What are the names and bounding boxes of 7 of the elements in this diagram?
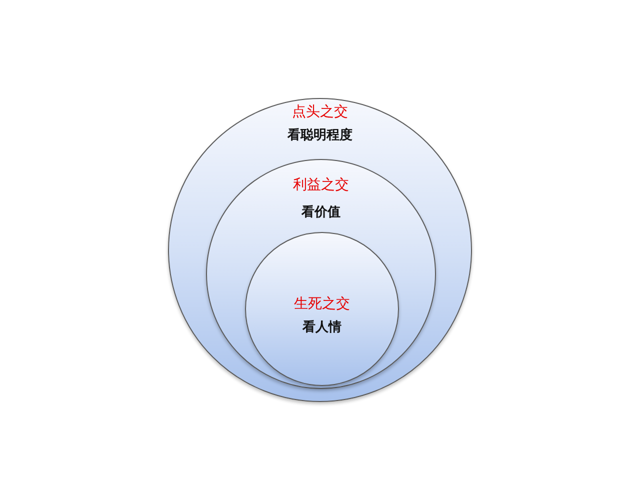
- heading-text: 利益之交: [293, 177, 349, 193]
- heading-text: 点头之交: [292, 104, 348, 120]
- heading-text: 生死之交: [294, 296, 350, 312]
- description-text: 看人情: [302, 320, 342, 336]
- description-text: 看聪明程度: [288, 128, 352, 144]
- description-text: 看价值: [302, 205, 340, 221]
- circle-region: [245, 232, 399, 386]
